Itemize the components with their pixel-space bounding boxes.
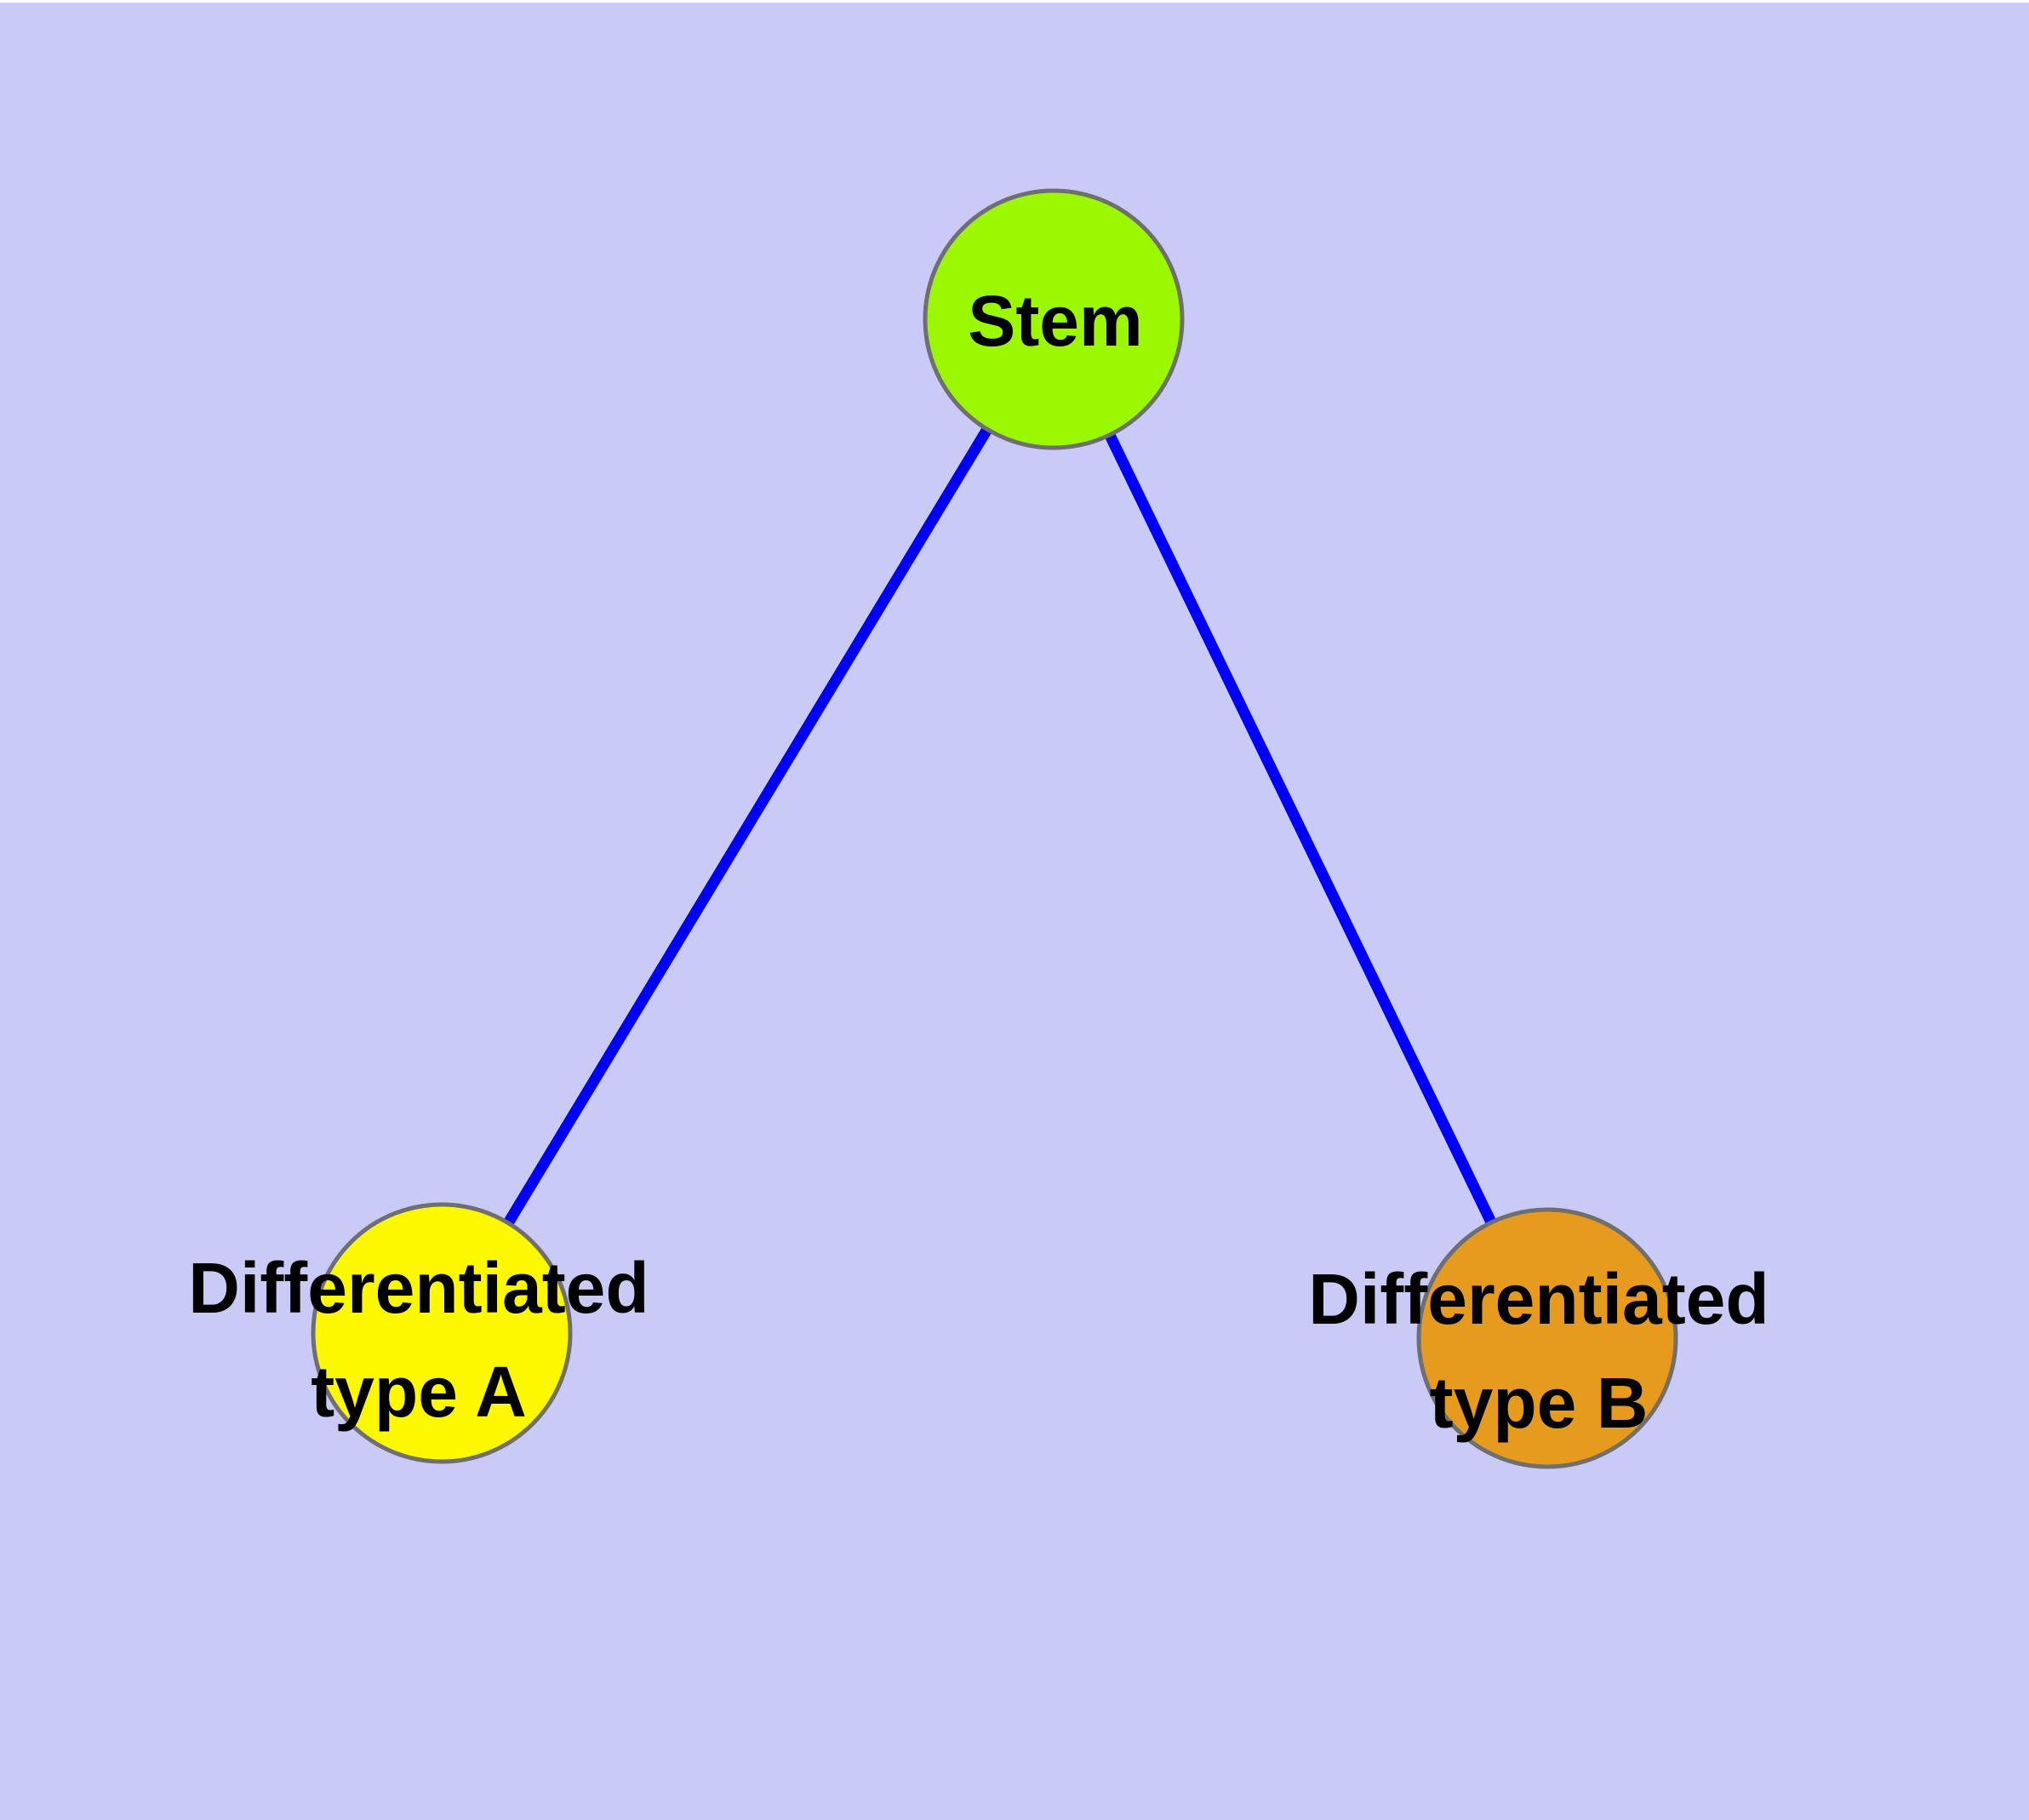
top-margin-strip (0, 0, 2029, 3)
node-label-differentiated-type-b: Differentiated type B (1308, 1259, 1769, 1443)
node-stem-circle (923, 188, 1185, 450)
node-label-stem: Stem (968, 281, 1143, 361)
edge-stem-to-type-a (437, 316, 1059, 1336)
edge-stem-to-type-b (1049, 317, 1552, 1341)
node-differentiated-b-circle (1416, 1207, 1678, 1469)
node-differentiated-a-circle (311, 1202, 573, 1464)
node-label-differentiated-type-a: Differentiated type A (188, 1248, 649, 1432)
